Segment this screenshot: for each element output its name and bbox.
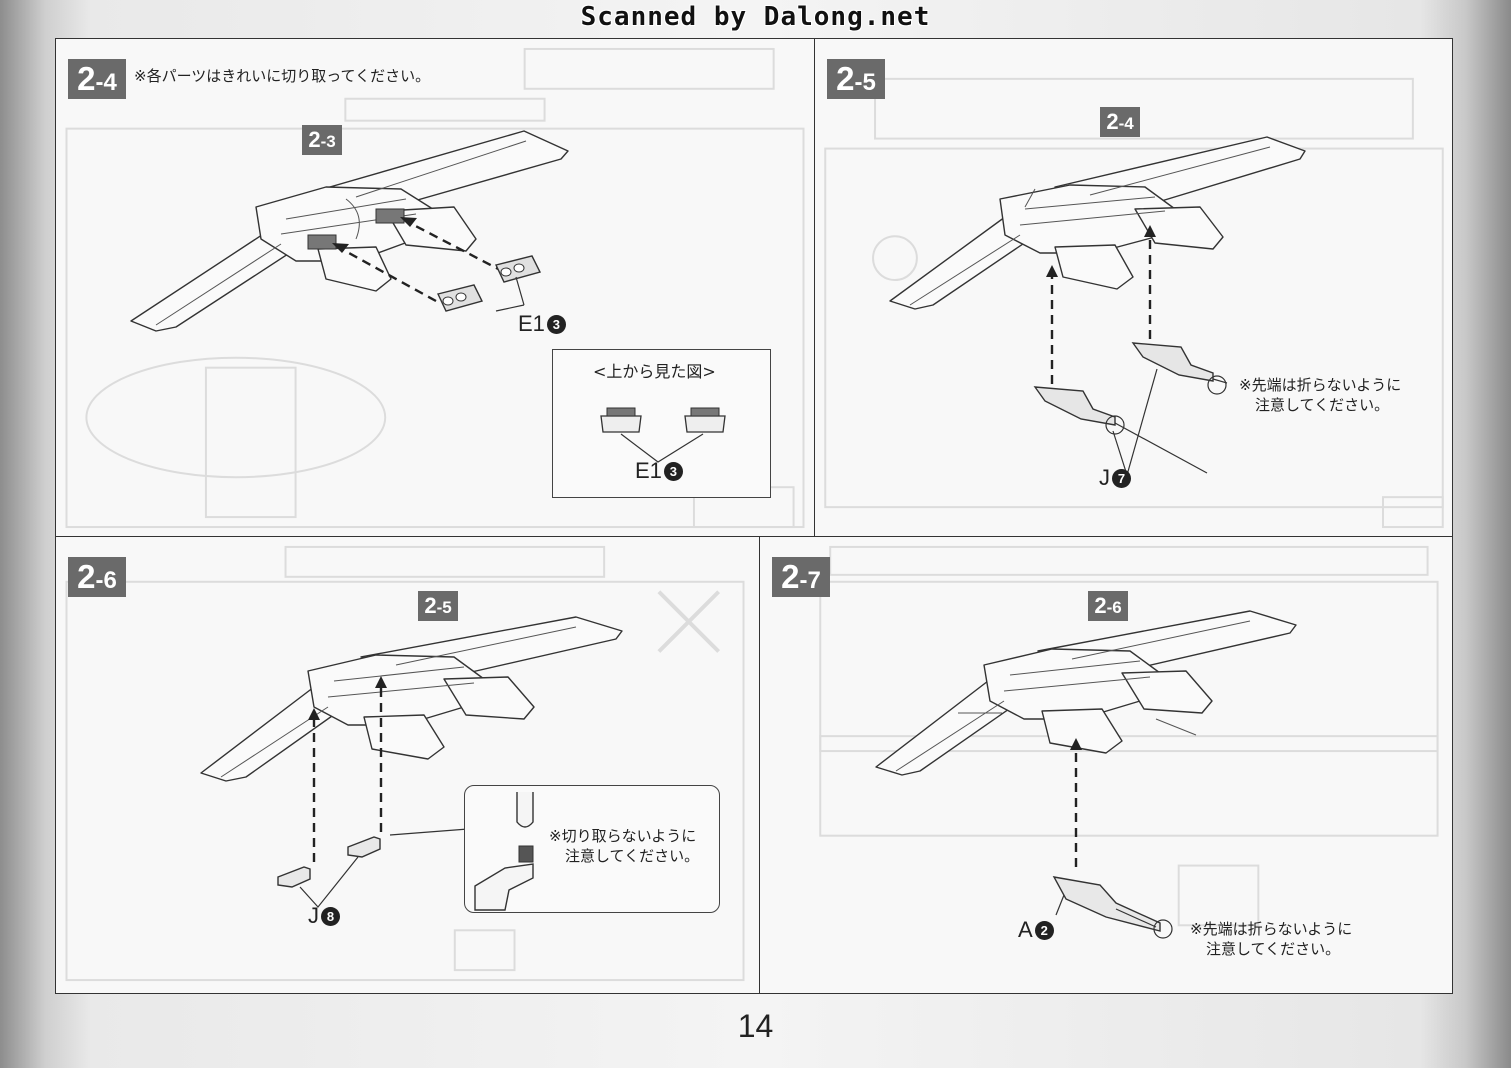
no-cut-note-line2: 注意してください。 (565, 847, 700, 865)
tip-note-line2: 注意してください。 (1206, 940, 1341, 958)
step-panel-2-5: 2-5 2-4 (814, 38, 1453, 537)
ref-badge: 2-3 (302, 125, 342, 155)
show-through-print (824, 77, 1444, 529)
ship-drawing (875, 610, 1297, 939)
step-badge: 2-4 (68, 59, 126, 99)
ref-badge: 2-4 (1100, 107, 1140, 137)
ship-drawing (889, 136, 1306, 478)
step-badge: 2-5 (827, 59, 885, 99)
ship-drawing (130, 130, 569, 332)
detail-inset: ※切り取らないように 注意してください。 (464, 785, 720, 913)
inset-title: <上から見た図> (593, 362, 716, 381)
ref-badge: 2-6 (1088, 591, 1128, 621)
top-view-drawing (600, 407, 726, 463)
detail-drawing (474, 792, 534, 911)
page-number: 14 (737, 1008, 774, 1044)
cut-note: ※各パーツはきれいに切り取ってください。 (134, 67, 431, 85)
ship-drawing (200, 616, 623, 908)
step-panel-2-4: 2-4 ※各パーツはきれいに切り取ってください。 2-3 (55, 38, 815, 537)
show-through-print (65, 545, 745, 982)
step-badge: 2-6 (68, 557, 126, 597)
tip-note: ※先端は折らないように (1190, 920, 1353, 938)
tip-note: ※先端は折らないように (1239, 376, 1402, 394)
ref-badge: 2-5 (418, 591, 458, 621)
show-through-print (819, 545, 1439, 927)
no-cut-note: ※切り取らないように (549, 827, 697, 845)
step-badge: 2-7 (772, 557, 830, 597)
show-through-print (65, 47, 805, 529)
tip-note-line2: 注意してください。 (1255, 396, 1390, 414)
scanner-watermark: Scanned by Dalong.net (580, 2, 931, 32)
step-panel-2-7: 2-7 2-6 ※先端は折らないように 注意してください。 (759, 536, 1453, 994)
